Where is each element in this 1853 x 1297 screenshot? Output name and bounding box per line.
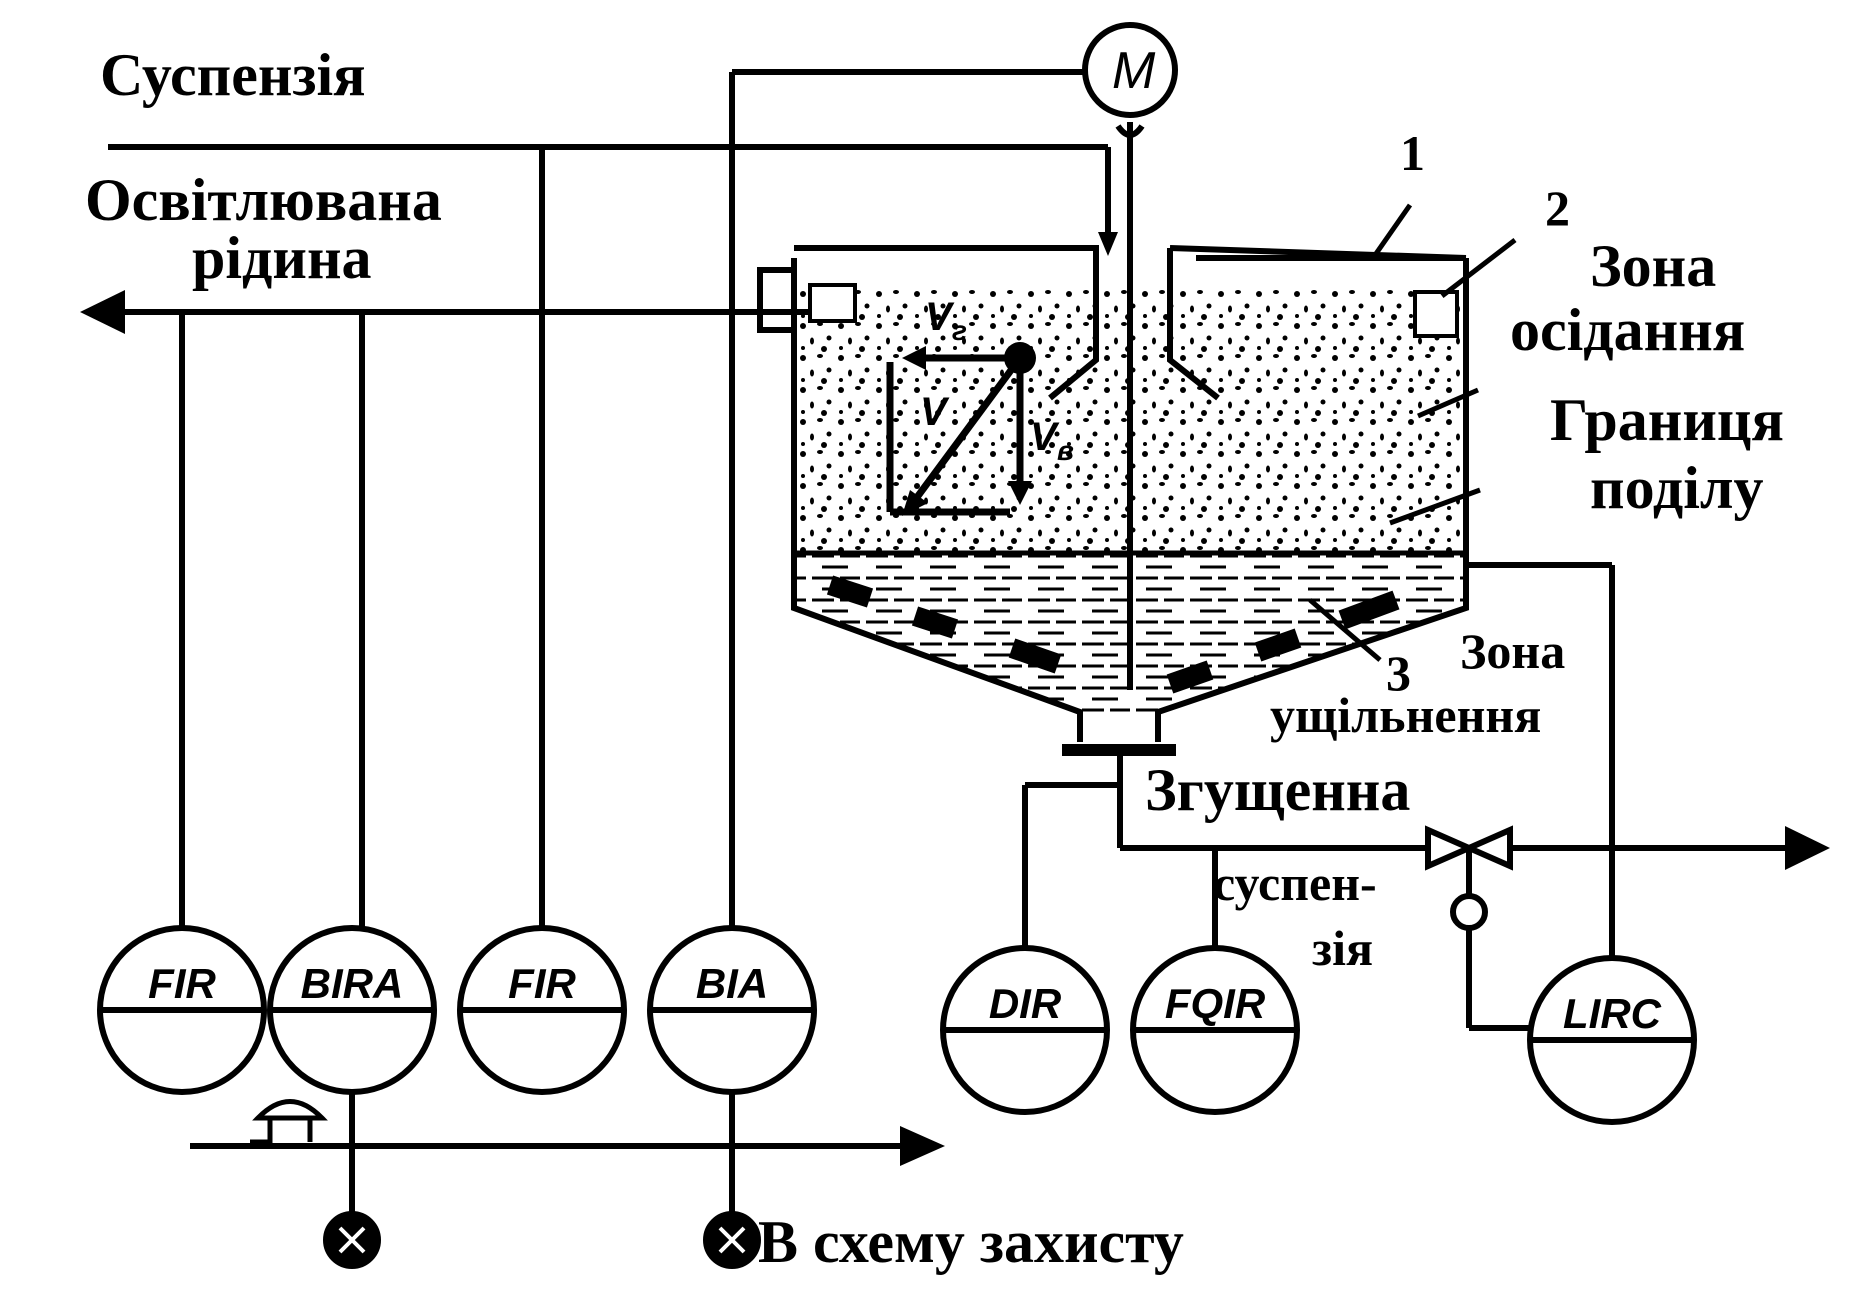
boundary-label-1: Границя	[1550, 387, 1784, 453]
thickened-arrow-icon	[1785, 826, 1830, 870]
thickened-line	[1022, 756, 1830, 1031]
instrument-fir-2[interactable]	[457, 925, 627, 1095]
instrument-tag-fir-1: FIR	[148, 960, 216, 1007]
instrument-tag-fir-2: FIR	[508, 960, 576, 1007]
launder-right	[1413, 290, 1459, 338]
callout-leaders	[1308, 203, 1517, 662]
compaction-zone-label-2: ущільнення	[1270, 687, 1541, 743]
instrument-tag-bia: BIA	[696, 960, 768, 1007]
callout-3: 3	[1386, 645, 1411, 701]
thickened-label-2: суспен-	[1213, 855, 1377, 911]
clarified-label-1: Освітлювана	[85, 167, 442, 233]
settling-zone-label-2: осідання	[1510, 297, 1745, 363]
motor	[729, 22, 1178, 930]
rake-blades	[826, 575, 1400, 694]
control-valve-icon	[1425, 825, 1530, 1031]
callout-2: 2	[1545, 180, 1570, 236]
instrument-fqir[interactable]	[1130, 945, 1300, 1115]
velocity-vectors	[886, 342, 1036, 516]
vector-vv-sub: в	[1057, 435, 1074, 466]
instrument-bia[interactable]	[647, 925, 817, 1095]
motor-symbol: M	[1112, 42, 1156, 100]
settling-zone-label-1: Зона	[1590, 233, 1716, 299]
vector-vg-label: V	[925, 295, 955, 339]
motor-coupling	[1115, 124, 1145, 138]
manual-switch-icon	[250, 1115, 313, 1145]
instrument-lirc[interactable]	[1527, 955, 1697, 1125]
thickened-label-3: зія	[1312, 920, 1373, 976]
instrument-tag-bira: BIRA	[301, 960, 404, 1007]
instrument-bubbles	[97, 925, 1697, 1125]
clarified-label-2: рідина	[192, 225, 372, 291]
alarm-lamp-icon	[323, 1211, 761, 1269]
clarified-arrow-icon	[80, 290, 125, 334]
protection-line	[190, 1070, 945, 1220]
thickener-vessel	[757, 122, 1469, 756]
instrument-tag-dir: DIR	[989, 980, 1062, 1027]
protection-label: В схему захисту	[758, 1209, 1184, 1275]
instrument-tag-fqir: FQIR	[1165, 980, 1266, 1028]
compaction-zone-label-1: Зона	[1460, 623, 1565, 679]
launder-left-trough	[808, 283, 857, 323]
clarified-liquid-line	[80, 290, 810, 930]
callout-1: 1	[1400, 125, 1425, 181]
vector-vg-sub: г	[952, 315, 967, 346]
suspension-label: Суспензія	[100, 42, 366, 108]
boundary-label-2: поділу	[1590, 455, 1764, 521]
level-sensor-line	[1466, 562, 1615, 960]
launder-left	[757, 267, 797, 333]
feed-line	[108, 144, 1118, 930]
vector-v-label: V	[920, 390, 950, 434]
protection-arrow-icon	[900, 1126, 945, 1166]
instrument-bira[interactable]	[267, 925, 437, 1095]
instrument-dir[interactable]	[940, 945, 1110, 1115]
thickened-label-1: Згущенна	[1145, 757, 1410, 823]
instrument-tag-lirc: LIRC	[1563, 990, 1662, 1037]
vessel-wall	[791, 258, 1469, 742]
vector-vv-label: V	[1030, 415, 1060, 459]
instrument-fir-1[interactable]	[97, 925, 267, 1095]
